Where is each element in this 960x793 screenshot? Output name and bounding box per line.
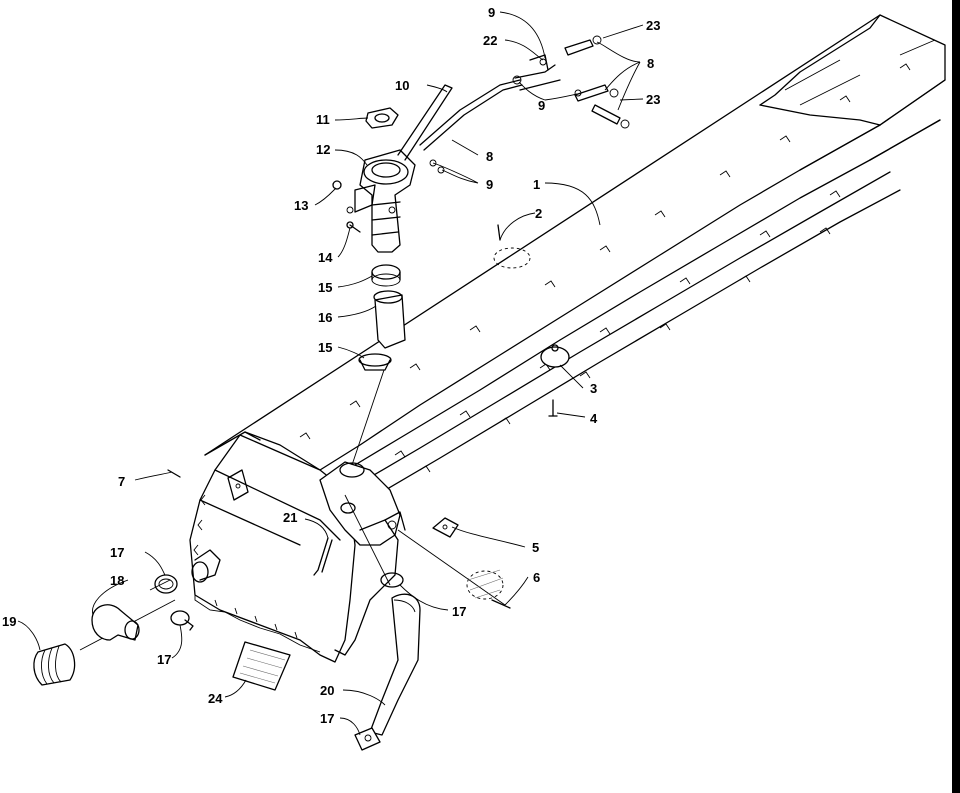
callout-22: 22 <box>483 33 497 48</box>
hose-20 <box>369 593 421 736</box>
callout-23-lower: 23 <box>646 92 660 107</box>
filler-neck-assembly <box>319 461 406 656</box>
boot-19 <box>33 643 76 686</box>
callout-17-lower-left: 17 <box>157 652 171 667</box>
vent-line-8 <box>419 79 523 151</box>
part-4-bolt <box>548 399 558 417</box>
bolt-13 <box>332 180 342 190</box>
callout-18: 18 <box>110 573 124 588</box>
pad-24 <box>232 641 291 691</box>
callout-11: 11 <box>316 112 330 127</box>
callout-15-lower: 15 <box>318 340 332 355</box>
callout-2: 2 <box>535 206 542 221</box>
callout-8-lower: 8 <box>486 149 493 164</box>
part-7-screw <box>167 469 181 478</box>
clamp-17-lower-left <box>170 610 194 631</box>
callout-20: 20 <box>320 683 334 698</box>
callout-10: 10 <box>395 78 409 93</box>
clamp-17-bottom <box>354 727 381 751</box>
callout-5: 5 <box>532 540 539 555</box>
part-5-bracket <box>432 517 459 538</box>
callout-9-lower: 9 <box>486 177 493 192</box>
filler-cap-plate <box>365 107 399 129</box>
part-2-rivet <box>493 224 531 269</box>
callout-6: 6 <box>533 570 540 585</box>
callout-9-middle: 9 <box>538 98 545 113</box>
hose-clamp-lower <box>358 353 392 371</box>
filler-hose <box>373 290 406 349</box>
clamp-17-middle <box>380 572 404 588</box>
callout-19: 19 <box>2 614 16 629</box>
callout-labels: 1 2 3 4 5 6 7 8 8 9 9 9 10 11 12 13 14 1… <box>2 5 660 726</box>
hose-clamp-upper <box>371 264 401 287</box>
callout-17-upper-left: 17 <box>110 545 124 560</box>
clamp-17-upper-left <box>154 574 178 594</box>
tank-front-housing <box>189 434 356 663</box>
fuel-tank <box>204 14 946 506</box>
leader-lines <box>17 11 644 736</box>
callout-23-upper: 23 <box>646 18 660 33</box>
callout-13: 13 <box>294 198 308 213</box>
callout-16: 16 <box>318 310 332 325</box>
callout-4: 4 <box>590 411 598 426</box>
callout-9-top: 9 <box>488 5 495 20</box>
right-edge-border <box>952 0 960 793</box>
callout-7: 7 <box>118 474 125 489</box>
callout-3: 3 <box>590 381 597 396</box>
part-6-screw <box>466 569 511 609</box>
callout-12: 12 <box>316 142 330 157</box>
callout-14: 14 <box>318 250 333 265</box>
filler-neck <box>346 149 416 253</box>
callout-1: 1 <box>533 177 540 192</box>
callout-8-upper: 8 <box>647 56 654 71</box>
callout-17-bottom: 17 <box>320 711 334 726</box>
vent-fittings <box>429 35 630 174</box>
callout-17-middle: 17 <box>452 604 466 619</box>
part-3-mount <box>540 344 570 368</box>
callout-15-upper: 15 <box>318 280 332 295</box>
elbow-hose-18 <box>91 604 140 641</box>
vent-hose-10 <box>397 84 453 161</box>
callout-24: 24 <box>208 691 223 706</box>
part-21-clip <box>313 537 333 576</box>
callout-21: 21 <box>283 510 297 525</box>
